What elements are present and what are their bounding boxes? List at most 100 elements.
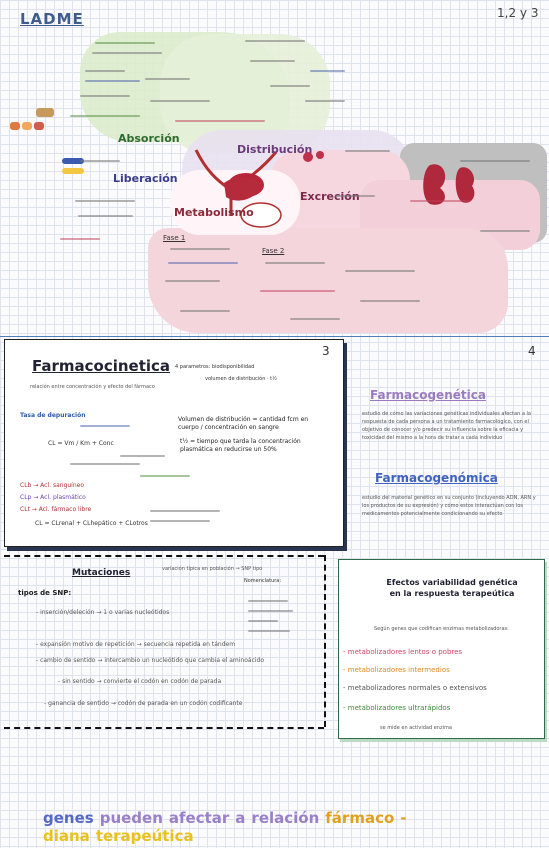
note-line [310,70,345,72]
metabolismo-label: Metabolismo [174,206,254,219]
tasa-depuracion-heading: Tasa de depuración [20,412,86,419]
tipos-snp-heading: tipos de SNP: [18,589,72,597]
fase1-label: Fase 1 [163,234,186,242]
note-line [170,248,230,250]
box-icon [36,108,54,117]
farmacocinetica-subtitle: relación entre concentración y efecto de… [30,384,155,390]
mutation-type: - inserción/deleción → 1 o varias nucleó… [36,609,170,616]
kidney-icon [423,164,475,205]
page-number: 4 [528,344,536,358]
note-line [248,630,290,632]
footer-word: - [400,809,407,827]
mutaciones-border-bottom [4,727,324,729]
note-line [80,160,120,162]
tablet-icon [10,122,20,130]
excrecion-label: Excreción [300,190,360,203]
note-line [120,455,165,457]
note-line [245,40,305,42]
note-line [345,150,390,152]
note-line [410,200,470,202]
clearance-formula: CL = Vm / Km + Conc [48,440,114,447]
farmacogenetica-definition: estudio de cómo las variaciones genética… [362,411,531,441]
capsule-icon [62,168,84,174]
parametros-text: 4 parametros: biodisponibilidad [175,364,255,370]
mutaciones-border-top [4,555,324,557]
footer-word: genes [43,809,94,827]
page-title: LADME [20,10,84,28]
farmacocinetica-card [4,339,344,547]
clb-text: CLb → Acl. sanguíneo [20,482,85,489]
mutation-type: - expansión motivo de repetición → secue… [36,641,236,648]
note-line [85,70,125,72]
absorcion-label: Absorción [118,132,180,145]
note-line [168,262,238,264]
note-line [140,475,190,477]
note-line [165,280,220,282]
metabolizer-type: - metabolizadores intermedios [343,666,450,674]
mutation-type: - sin sentido → convierte el codón en co… [58,678,222,685]
mutation-type: - ganancia de sentido → codón de parada … [44,700,243,707]
mutaciones-border-right [324,555,326,727]
note-line [60,238,100,240]
note-line [335,195,375,197]
farmacocinetica-title: Farmacocinetica [32,357,171,375]
note-line [248,610,293,612]
footer-word: fármaco [325,809,395,827]
tablet-icon [22,122,32,130]
clp-text: CLp → Acl. plasmático [20,494,86,501]
note-line [180,310,230,312]
efectos-note: se mide en actividad enzima [380,725,452,731]
fase2-label: Fase 2 [262,247,285,255]
farmacogenomica-title: Farmacogenómica [375,471,498,485]
note-line [80,425,130,427]
section-divider [0,336,549,337]
note-line [248,620,278,622]
note-line [270,85,310,87]
note-line [248,600,288,602]
metabolizer-type: - metabolizadores ultrarápidos [343,704,451,712]
liberacion-label: Liberación [113,172,178,185]
efectos-title: Efectos variabilidad genética en la resp… [386,578,518,598]
footer-word: pueden [99,809,163,827]
distribucion-label: Distribución [237,143,313,156]
farmacogenetica-title: Farmacogenética [370,388,486,402]
note-line [150,520,210,522]
footer-word: terapeútica [95,827,194,845]
efectos-card [338,559,545,739]
metabolizer-type: - metabolizadores normales o extensivos [343,684,487,692]
clearance-sum: CL = CLrenal + CLhepático + CLotros [35,520,148,527]
mutation-type: - cambio de sentido → intercambio un nuc… [36,657,265,664]
parametros-text-2: volumen de distribución · t½ [205,376,277,382]
footer-word: diana [43,827,90,845]
footer-word: relación [251,809,320,827]
note-line [460,160,530,162]
note-line [290,318,340,320]
mutaciones-side-note: variación típica en población → SNP tipo [162,566,263,572]
nomenclatura-label: Nomenclatura: [244,578,282,584]
mutaciones-title: Mutaciones [72,568,131,578]
tablet-icon [34,122,44,130]
note-line [260,290,335,292]
note-line [150,100,210,102]
metabolizer-type: - metabolizadores lentos o pobres [343,648,463,656]
note-line [480,230,530,232]
note-line [80,95,130,97]
note-line [250,60,295,62]
footer-word: a [235,809,246,827]
note-line [70,463,140,465]
note-line [95,42,155,44]
volumen-distribucion-formula: Volumen de distribución = cantidad fcm e… [178,416,309,431]
half-life-formula: t½ = tiempo que tarda la concentración p… [180,438,301,453]
note-line [92,52,162,54]
blood-drop-icon [303,151,324,162]
note-line [145,78,190,80]
note-line [75,200,135,202]
liver-icon [224,177,260,201]
note-line [78,215,133,217]
clt-text: CLt → Acl. fármaco libre [20,506,92,513]
note-line [265,262,325,264]
capsule-icon [62,158,84,164]
note-line [85,80,140,82]
note-line [345,270,415,272]
